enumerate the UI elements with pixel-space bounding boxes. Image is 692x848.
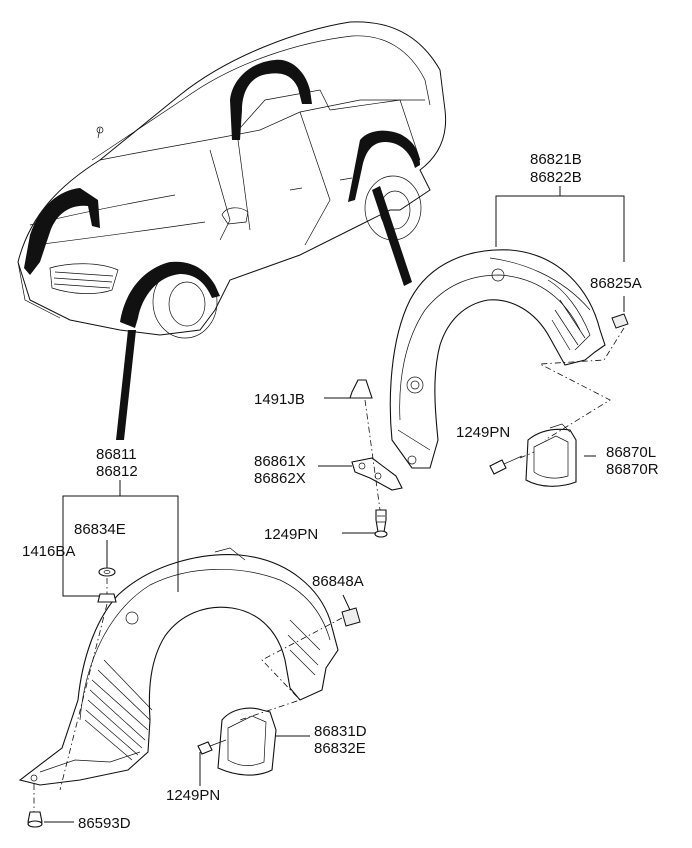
label-86832e: 86832E (314, 740, 366, 757)
label-86870r: 86870R (606, 461, 659, 478)
rear-bracket-screw (349, 379, 373, 399)
label-86848a: 86848A (312, 573, 364, 590)
label-86870l: 86870L (606, 444, 656, 461)
part-labels: 86821B 86822B 86825A 1491JB 86861X 86862… (22, 151, 659, 832)
label-86825a: 86825A (590, 275, 642, 292)
label-86822b: 86822B (530, 169, 582, 186)
front-clip (98, 567, 116, 577)
label-86861x: 86861X (254, 453, 306, 470)
label-86811: 86811 (96, 446, 137, 463)
rear-mudguard-bolt (489, 455, 523, 475)
front-mudguard-bolt (197, 739, 227, 755)
label-1249pn-front-mudguard: 1249PN (166, 787, 220, 804)
leader-lines (33, 186, 625, 823)
rear-mudguard (525, 423, 577, 487)
rear-bracket-bolt (374, 509, 388, 538)
label-86812: 86812 (96, 463, 138, 480)
rear-guard-clip (611, 313, 629, 329)
label-86593d: 86593D (78, 815, 131, 832)
label-86834e: 86834E (74, 521, 126, 538)
label-1249pn-rear-bracket: 1249PN (264, 526, 318, 543)
front-bottom-clip (27, 811, 43, 828)
label-86831d: 86831D (314, 723, 367, 740)
label-1416ba: 1416BA (22, 543, 75, 560)
rear-wheel-guard (389, 249, 606, 469)
label-1491jb: 1491JB (254, 391, 305, 408)
label-86862x: 86862X (254, 470, 306, 487)
label-86821b: 86821B (530, 151, 582, 168)
front-mudguard (217, 707, 277, 776)
front-nut (97, 593, 117, 603)
car-illustration (17, 21, 447, 440)
label-1249pn-rear-mudguard: 1249PN (456, 424, 510, 441)
front-guard-clip (341, 607, 361, 627)
front-wheel-guard (18, 547, 339, 786)
